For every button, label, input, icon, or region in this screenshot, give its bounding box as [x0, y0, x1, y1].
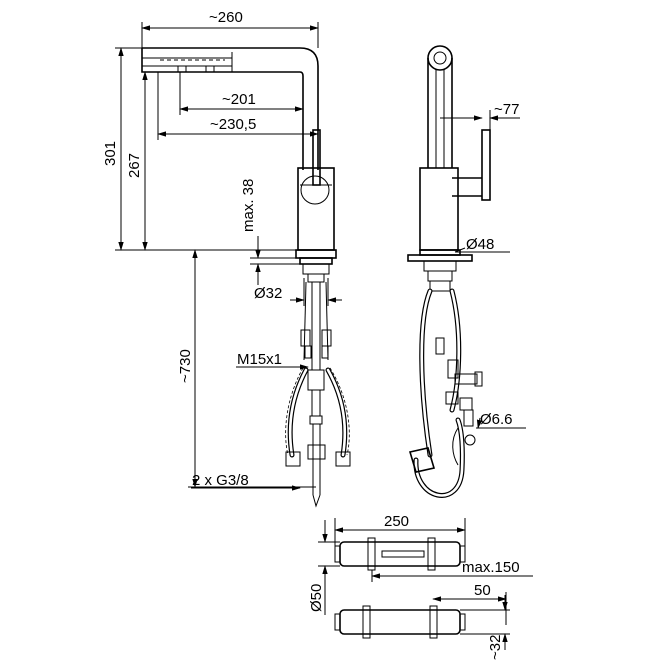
dim-weight-travel: max.150 [462, 559, 520, 576]
dim-weight-diameter: Ø50 [308, 584, 325, 612]
dim-height-total: 301 [102, 141, 119, 166]
side-view [407, 45, 491, 498]
dim-connections: 2 x G3/8 [192, 472, 249, 489]
weight-detail [334, 537, 466, 639]
dim-lever-offset: ~77 [494, 101, 519, 118]
dim-hose-length: ~730 [177, 349, 194, 383]
dim-hole-diameter: Ø32 [254, 285, 282, 302]
side-dimensions: ~77 Ø48 Ø6.6 [440, 101, 526, 429]
dim-height-outlet: 267 [126, 153, 143, 178]
dim-weight-length: 250 [384, 513, 409, 530]
weight-dimensions: 250 Ø50 max.150 50 ~32 [308, 513, 533, 660]
front-dimensions: ~260 ~201 ~230,5 301 267 max. 38 Ø32 ~73… [102, 9, 342, 491]
dim-spout-reach: ~201 [222, 91, 256, 108]
dim-thread: M15x1 [237, 351, 282, 368]
dim-base-diameter: Ø48 [466, 236, 494, 253]
dim-weight-offset: 50 [474, 582, 491, 599]
dim-width-top: ~260 [209, 9, 243, 26]
front-view [141, 47, 351, 508]
dim-weight-small: ~32 [487, 635, 504, 660]
dim-spout-reach-2: ~230,5 [210, 116, 256, 133]
dim-pipe-diameter: Ø6.6 [480, 411, 513, 428]
dim-max-worktop: max. 38 [240, 179, 257, 232]
